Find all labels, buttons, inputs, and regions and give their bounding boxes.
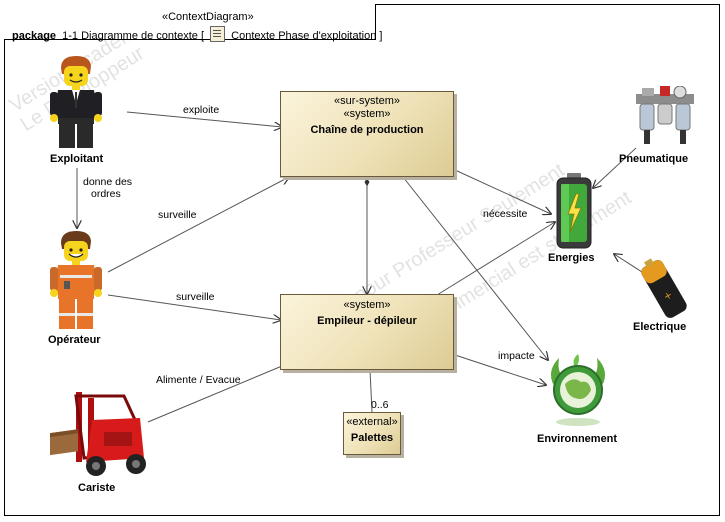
actor-name-environnement: Environnement xyxy=(537,433,618,445)
edge-label-impacte: impacte xyxy=(498,350,535,362)
block-name: Palettes xyxy=(350,432,394,444)
block-palettes[interactable]: «external» Palettes xyxy=(343,412,401,455)
block-name: Empileur - dépileur xyxy=(317,315,417,327)
block-stereotype: «system» xyxy=(343,108,391,120)
actor-name-exploitant: Exploitant xyxy=(50,153,104,165)
edge-palettes xyxy=(369,369,373,413)
edge-exploite xyxy=(126,111,282,127)
edge-surveille-chaine xyxy=(107,177,289,273)
diagram-header: «ContextDiagram» package 1-1 Diagramme d… xyxy=(4,4,382,42)
actor-name-cariste: Cariste xyxy=(78,482,116,494)
block-stereotype: «system» xyxy=(343,299,391,311)
document-icon xyxy=(210,26,226,42)
block-stereotype: «sur-system» xyxy=(333,95,401,107)
edge-chaine-environnement xyxy=(402,176,548,360)
pneumatic-filter-icon[interactable] xyxy=(634,86,696,150)
edge-surveille-empileur xyxy=(107,294,281,320)
block-stereotype: «external» xyxy=(346,416,398,428)
edge-pneumatique xyxy=(593,147,637,188)
cylinder-battery-icon[interactable]: + xyxy=(636,256,692,322)
edge-label-exploite: exploite xyxy=(183,104,220,116)
actor-name-electrique: Electrique xyxy=(633,321,687,333)
diagram-stereotype: «ContextDiagram» xyxy=(162,11,254,23)
edge-label-surveille-bottom: surveille xyxy=(176,291,215,303)
diagram-subject: Contexte Phase d'exploitation ] xyxy=(231,30,383,42)
edge-label-multiplicity: 0..6 xyxy=(371,399,389,411)
edge-label-necessite: nécessite xyxy=(483,208,528,220)
battery-icon[interactable] xyxy=(554,172,594,252)
edge-alimente xyxy=(147,365,283,423)
edge-impacte xyxy=(454,354,546,385)
edge-label-surveille-top: surveille xyxy=(158,209,197,221)
actor-name-operateur: Opérateur xyxy=(48,334,101,346)
lego-businessman-icon[interactable] xyxy=(46,54,106,150)
actor-name-energies: Energies xyxy=(548,252,595,264)
edge-empileur-energies xyxy=(436,222,555,296)
diagram-title: 1-1 Diagramme de contexte [ xyxy=(62,30,205,42)
forklift-icon[interactable] xyxy=(44,388,156,480)
edge-chaine-energies xyxy=(454,169,551,214)
edge-label-alimente: Alimente / Evacue xyxy=(156,374,241,386)
actor-name-pneumatique: Pneumatique xyxy=(619,153,689,165)
diagram-kind: package xyxy=(12,30,57,42)
edge-label-donne: donne des xyxy=(83,176,133,188)
lego-worker-icon[interactable] xyxy=(46,229,106,333)
edge-label-ordres: ordres xyxy=(91,188,121,200)
block-empileur-depileur[interactable]: «system» Empileur - dépileur xyxy=(280,294,454,370)
block-name: Chaîne de production xyxy=(310,124,424,136)
block-chaine-production[interactable]: «sur-system» «system» Chaîne de producti… xyxy=(280,91,454,177)
green-globe-icon[interactable] xyxy=(545,350,611,430)
edge-electrique xyxy=(614,254,643,273)
